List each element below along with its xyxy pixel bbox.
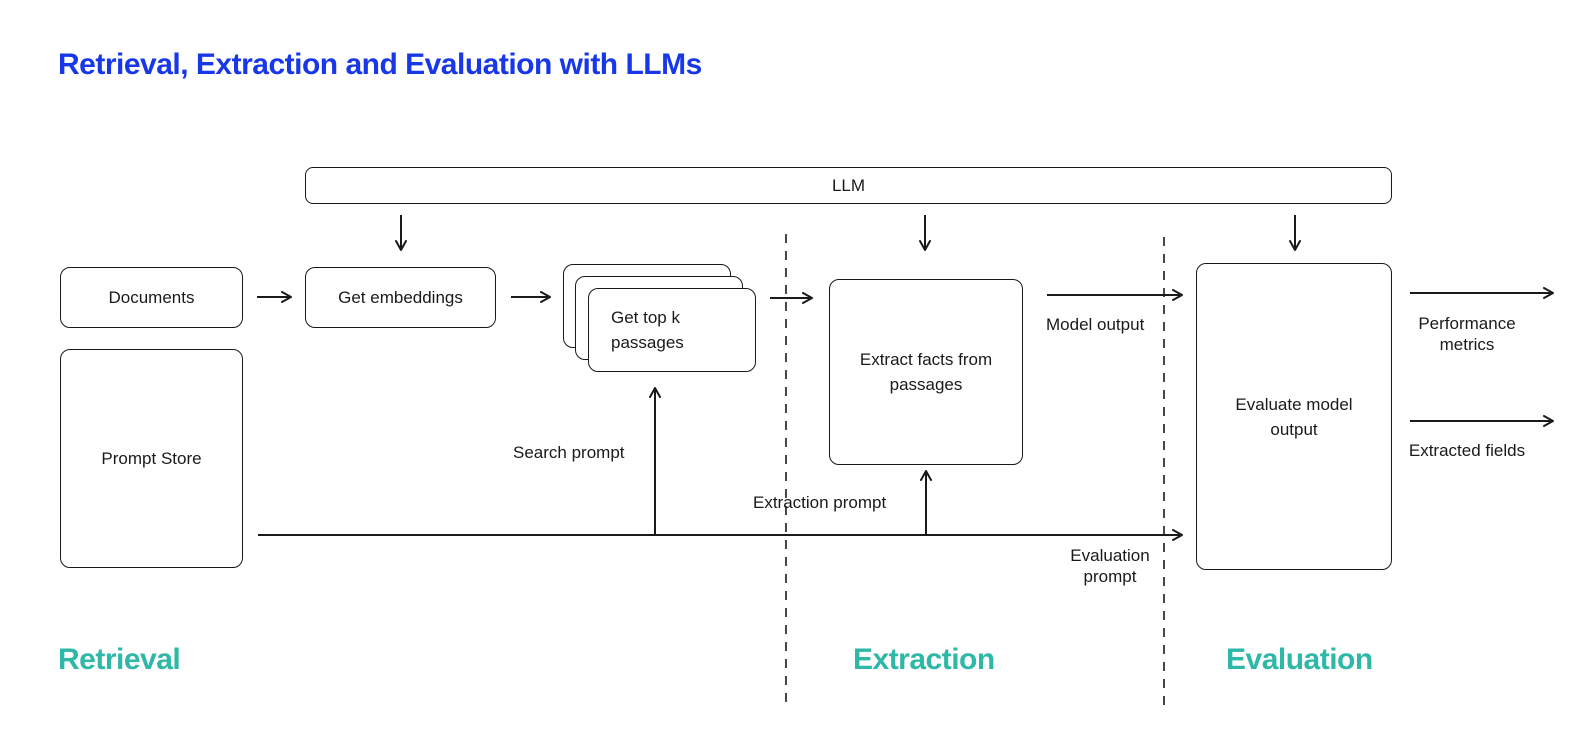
node-prompt-store-label: Prompt Store bbox=[101, 449, 202, 468]
node-llm[interactable]: LLM bbox=[305, 167, 1392, 204]
node-get-embeddings[interactable]: Get embeddings bbox=[305, 267, 496, 328]
section-label-evaluation: Evaluation bbox=[1226, 643, 1373, 676]
node-extract-facts[interactable]: Extract facts from passages bbox=[829, 279, 1023, 465]
node-llm-label: LLM bbox=[831, 176, 866, 195]
edge-label-performance-metrics: Performance metrics bbox=[1418, 314, 1516, 354]
node-documents-label: Documents bbox=[108, 288, 195, 307]
node-get-top-k-label: Get top k passages bbox=[611, 308, 684, 352]
node-extract-facts-label: Extract facts from passages bbox=[859, 350, 993, 394]
edge-label-search-prompt: Search prompt bbox=[513, 443, 625, 462]
node-evaluate-label: Evaluate model output bbox=[1235, 394, 1353, 439]
node-get-top-k-passages[interactable]: Get top k passages bbox=[588, 288, 756, 372]
edge-label-extracted-fields: Extracted fields bbox=[1408, 441, 1526, 460]
edge-label-extraction-prompt: Extraction prompt bbox=[753, 493, 887, 512]
section-label-retrieval: Retrieval bbox=[58, 643, 181, 676]
section-label-extraction: Extraction bbox=[853, 643, 995, 676]
page-title: Retrieval, Extraction and Evaluation wit… bbox=[58, 48, 702, 81]
node-prompt-store[interactable]: Prompt Store bbox=[60, 349, 243, 568]
node-evaluate-model-output[interactable]: Evaluate model output bbox=[1196, 263, 1392, 570]
edge-label-evaluation-prompt: Evaluation prompt bbox=[1070, 546, 1150, 586]
edge-label-model-output: Model output bbox=[1046, 315, 1145, 334]
node-documents[interactable]: Documents bbox=[60, 267, 243, 328]
node-get-embeddings-label: Get embeddings bbox=[338, 288, 463, 307]
